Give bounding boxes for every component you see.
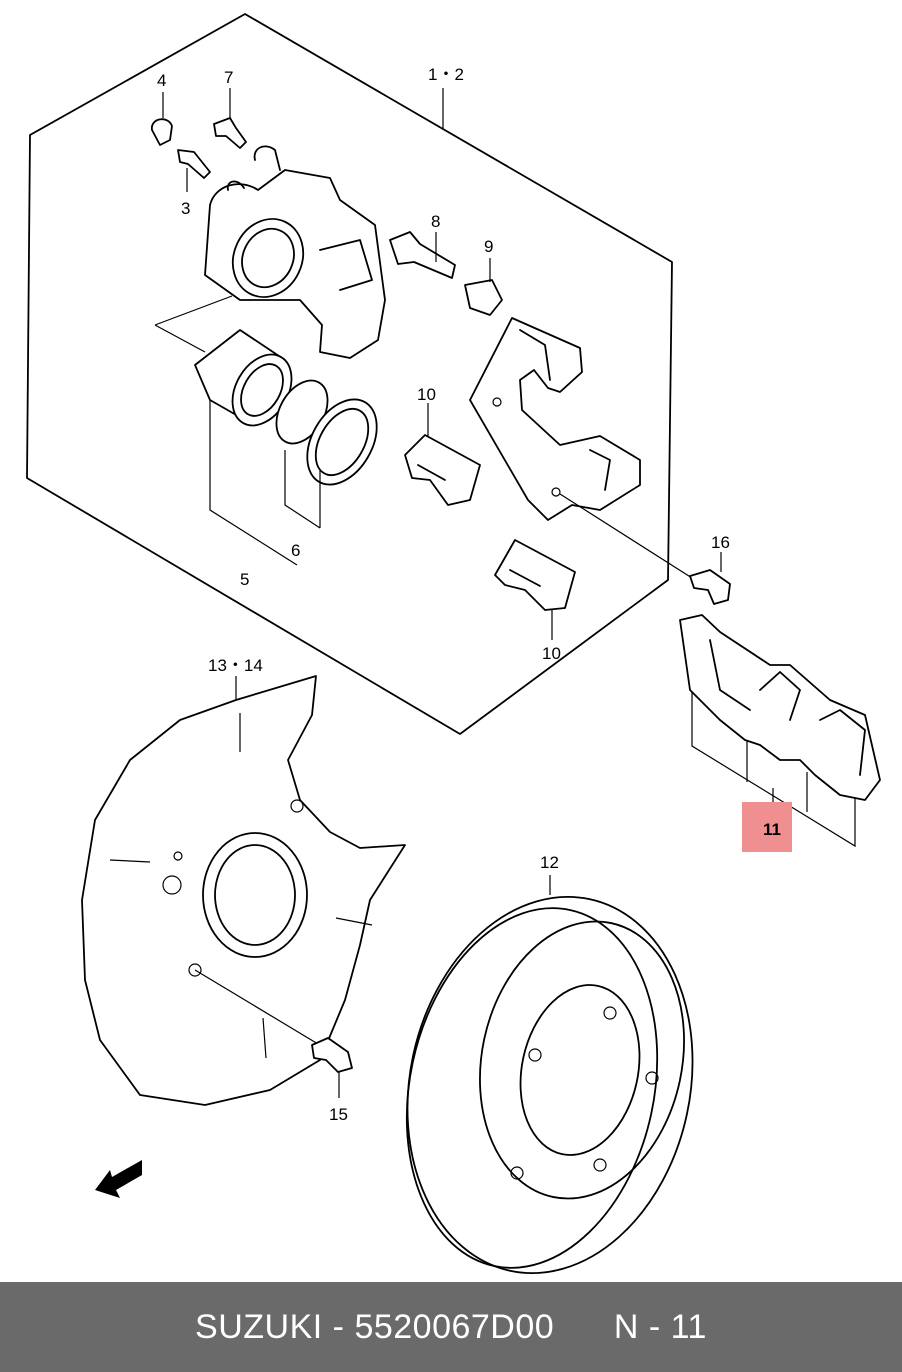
label-bolt-7: 7 <box>224 68 233 87</box>
label-disc-12: 12 <box>540 853 559 872</box>
footer-part-number: 5520067D00 <box>354 1307 555 1346</box>
caliper-bracket <box>469 317 693 579</box>
caliper-body <box>154 145 386 359</box>
brake-exploded-diagram: 1・2 4 7 3 8 9 10 6 5 16 10 13・14 11 12 1… <box>26 13 881 1275</box>
pads-callout-highlight <box>742 802 792 852</box>
bleeder-screw <box>177 149 211 179</box>
label-dust-cap: 4 <box>157 71 166 90</box>
shim-upper <box>404 434 481 506</box>
footer-brand: SUZUKI <box>195 1307 323 1346</box>
bolt-16 <box>689 569 731 605</box>
guide-pin <box>389 231 456 279</box>
shim-lower <box>494 539 576 611</box>
dust-cover <box>81 675 406 1106</box>
dust-cap <box>151 118 173 146</box>
front-direction-arrow-icon <box>95 1160 142 1198</box>
footer-gap <box>554 1308 614 1347</box>
caliper-assembly-outline <box>26 13 673 735</box>
label-bolt-16: 16 <box>711 533 730 552</box>
label-piston-5: 5 <box>240 570 249 589</box>
bolt-7 <box>213 117 247 149</box>
pin-boot <box>464 279 503 316</box>
label-bolt-15: 15 <box>329 1105 348 1124</box>
footer-bar: SUZUKI - 5520067D00 N - 11 <box>0 1282 902 1372</box>
label-shim-upper: 10 <box>417 385 436 404</box>
label-seal-6: 6 <box>291 541 300 560</box>
piston <box>194 329 378 566</box>
label-shim-lower: 10 <box>542 644 561 663</box>
footer-separator: - <box>322 1307 355 1346</box>
bolt-15 <box>311 1037 353 1073</box>
label-boot-9: 9 <box>484 237 493 256</box>
label-caliper-assembly: 1・2 <box>428 65 464 84</box>
label-pads-11: 11 <box>763 820 781 839</box>
label-bleeder: 3 <box>181 199 190 218</box>
brake-disc <box>405 875 694 1275</box>
footer-callout: N - 11 <box>613 1307 707 1346</box>
label-dust-cover: 13・14 <box>208 656 263 675</box>
label-pin-8: 8 <box>431 212 440 231</box>
